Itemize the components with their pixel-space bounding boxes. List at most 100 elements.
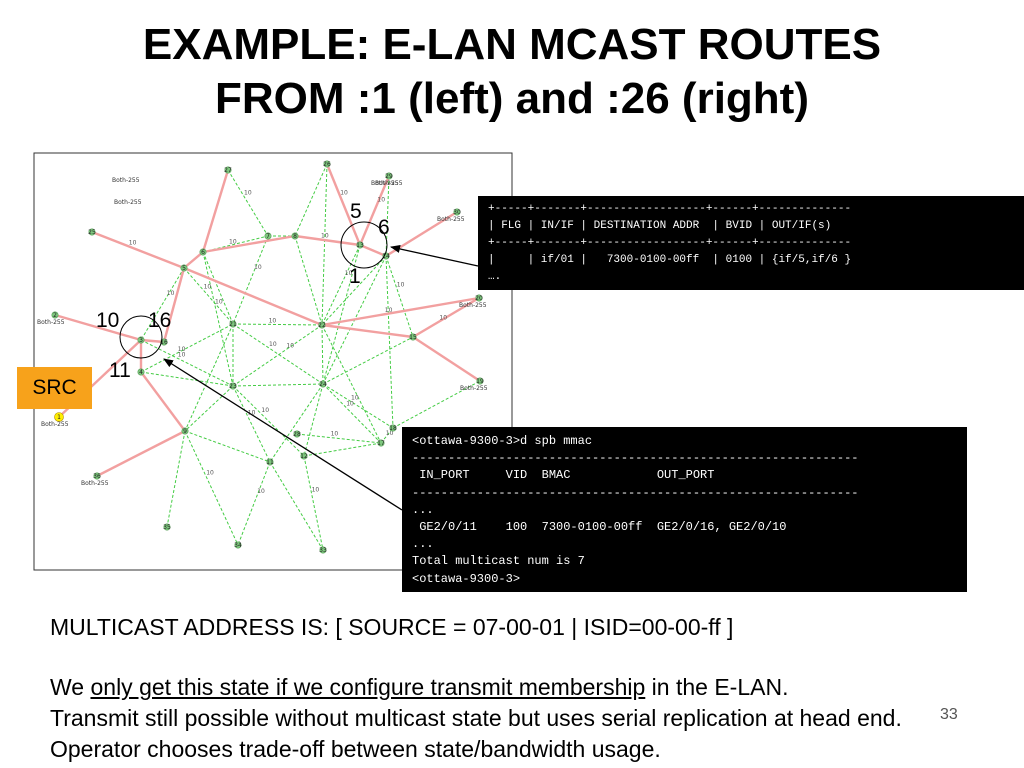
tree-link: [412, 296, 480, 339]
body-line-1-underlined: only get this state if we configure tran…: [90, 674, 646, 700]
arrow-to-left-node: [163, 358, 403, 511]
node-label: 30: [453, 209, 461, 216]
mmac-terminal-output: <ottawa-9300-3>d spb mmac ---------------…: [402, 427, 967, 592]
tree-link: [412, 335, 481, 383]
node-label: 29: [385, 173, 393, 180]
topology-node: [180, 264, 188, 272]
mesh-link: [232, 324, 323, 387]
both-255-label: Both-255: [37, 319, 65, 326]
topology-node: [453, 208, 461, 216]
both-255-label: Both-255: [371, 180, 399, 187]
node-label: 33: [319, 547, 327, 554]
node-label: 18: [389, 425, 397, 432]
mesh-link: [183, 267, 234, 325]
topology-node: [264, 232, 272, 240]
node-label: 1: [57, 414, 61, 421]
link-metric-label: 10: [215, 299, 223, 306]
topology-node: [389, 424, 397, 432]
mesh-link: [202, 251, 234, 387]
mesh-link: [322, 244, 361, 385]
mesh-link: [385, 255, 394, 429]
link-metric-label: 10: [206, 470, 214, 477]
fdb-line: | FLG | IN/IF | DESTINATION ADDR | BVID …: [488, 220, 832, 232]
tree-link: [54, 313, 142, 342]
topology-node: [475, 294, 483, 302]
callout-11: 11: [109, 359, 131, 382]
both-255-label: Both-255: [114, 199, 142, 206]
node-label: 35: [163, 524, 171, 531]
link-metric-label: 10: [129, 239, 137, 246]
mesh-link: [166, 430, 186, 528]
link-metric-label: 10: [377, 197, 385, 204]
tree-link: [183, 251, 204, 269]
topology-node: [319, 380, 327, 388]
node-label: 15: [409, 334, 417, 341]
node-label: 9: [183, 428, 187, 435]
node-label: 7: [266, 233, 270, 240]
callout-1: 1: [349, 265, 361, 288]
tree-link: [359, 243, 387, 258]
link-metric-label: 10: [331, 431, 339, 438]
node-label: 6: [201, 249, 205, 256]
topology-node: [377, 439, 385, 447]
mesh-link: [303, 442, 382, 457]
link-metric-label: 10: [229, 239, 237, 246]
tree-link: [140, 371, 186, 432]
mmac-line: Total multicast num is 7: [412, 554, 585, 569]
src-label-box: SRC: [17, 367, 92, 409]
node-label: 20: [475, 295, 483, 302]
both-255-label: Both-255: [112, 177, 140, 184]
mesh-link: [184, 430, 271, 463]
fdb-line: ….: [488, 271, 502, 283]
link-metric-label: 10: [244, 189, 252, 196]
mesh-link: [303, 383, 324, 457]
multicast-address-text: MULTICAST ADDRESS IS: [ SOURCE = 07-00-0…: [50, 614, 734, 640]
node-label: 2: [53, 312, 57, 319]
node-label: 19: [476, 378, 484, 385]
node-label: 21: [229, 321, 237, 328]
link-metric-label: 10: [321, 233, 329, 240]
mmac-line: ----------------------------------------…: [412, 451, 859, 466]
both-255-label: Both-255: [459, 302, 487, 309]
body-line-1-pre: We: [50, 674, 91, 700]
mesh-link: [232, 385, 305, 457]
mesh-link: [140, 267, 185, 341]
tree-link: [162, 267, 186, 343]
body-line-2: Transmit still possible without multicas…: [50, 705, 902, 731]
topology-node: [291, 232, 299, 240]
link-metric-label: 10: [351, 395, 359, 402]
mesh-link: [232, 383, 324, 387]
mesh-link: [269, 461, 324, 551]
node-label: 12: [300, 453, 308, 460]
fdb-line: +-----+-------+------------------+------…: [488, 203, 852, 215]
topology-node: [224, 166, 232, 174]
link-metric-label: 10: [167, 290, 175, 297]
topology-node: [318, 321, 326, 329]
mesh-link: [296, 433, 382, 444]
link-metric-label: 10: [286, 342, 294, 349]
topology-node: [293, 430, 301, 438]
topology-node: [266, 458, 274, 466]
topology-node: [93, 472, 101, 480]
topology-node: [199, 248, 207, 256]
link-metric-label: 10: [340, 189, 348, 196]
mesh-link: [269, 383, 324, 463]
fdb-line: +-----+-------+------------------+------…: [488, 237, 852, 249]
node-label: 25: [88, 229, 96, 236]
fdb-terminal-output: +-----+-------+------------------+------…: [478, 196, 1024, 290]
node-label: 36: [93, 473, 101, 480]
mmac-line: <ottawa-9300-3>d spb mmac: [412, 434, 593, 448]
topology-node: [234, 541, 242, 549]
link-metric-label: 10: [345, 270, 353, 277]
node-label: 34: [234, 542, 242, 549]
topology-node: [476, 377, 484, 385]
both-255-label: Both-255: [437, 216, 465, 223]
highlight-circle-top: [340, 221, 388, 269]
topology-node: [163, 523, 171, 531]
topology-node: [385, 172, 393, 180]
mesh-link: [321, 255, 387, 326]
page-number: 33: [940, 706, 958, 723]
topology-node: [181, 427, 189, 435]
link-metric-label: 10: [254, 264, 262, 271]
